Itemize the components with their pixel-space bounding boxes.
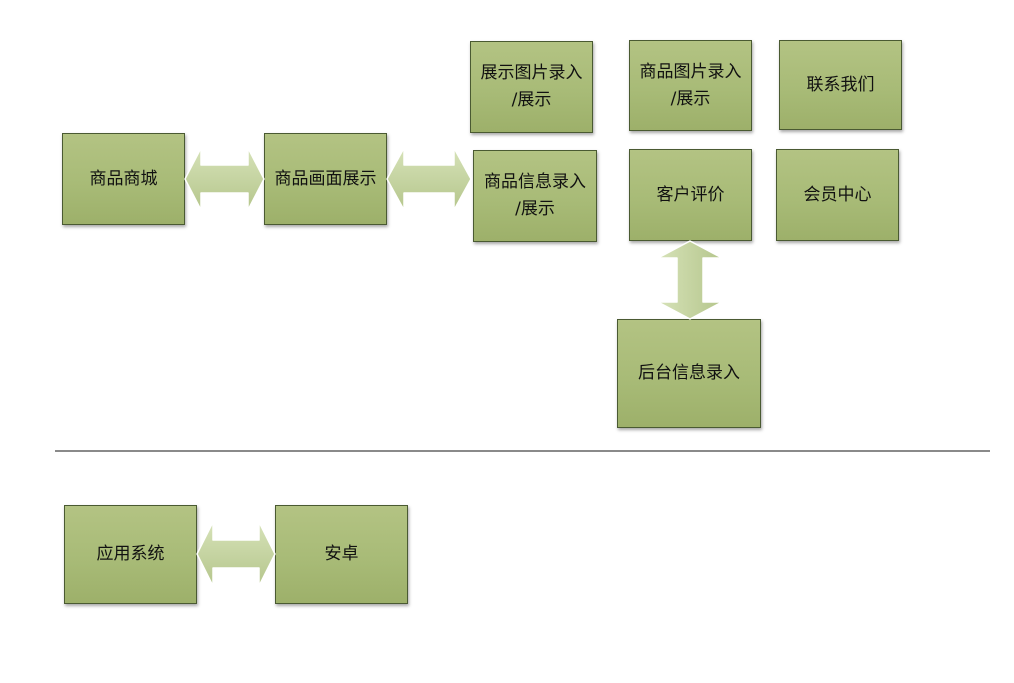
node-android-label: 安卓 xyxy=(324,544,359,564)
node-mall[interactable]: 商品商城 xyxy=(62,133,185,225)
arrow-app-android xyxy=(196,521,276,587)
arrow-mall-display xyxy=(184,147,265,211)
node-member-center[interactable]: 会员中心 xyxy=(776,149,899,241)
node-product-image[interactable]: 商品图片录入 /展示 xyxy=(629,40,752,131)
node-show-image-label: 展示图片录入 /展示 xyxy=(480,63,583,110)
node-display-label: 商品画面展示 xyxy=(274,168,377,189)
node-app-system[interactable]: 应用系统 xyxy=(64,505,197,604)
node-android[interactable]: 安卓 xyxy=(275,505,408,604)
arrow-review-backend xyxy=(657,240,723,320)
node-product-info[interactable]: 商品信息录入 /展示 xyxy=(473,150,597,242)
node-app-system-label: 应用系统 xyxy=(96,544,165,564)
node-backend-input[interactable]: 后台信息录入 xyxy=(617,319,761,428)
node-mall-label: 商品商城 xyxy=(89,168,158,189)
node-customer-review-label: 客户评价 xyxy=(656,184,725,205)
node-member-center-label: 会员中心 xyxy=(803,184,872,205)
node-show-image[interactable]: 展示图片录入 /展示 xyxy=(470,41,593,133)
node-contact-us-label: 联系我们 xyxy=(806,74,875,95)
node-product-image-label: 商品图片录入 /展示 xyxy=(639,61,742,109)
node-contact-us[interactable]: 联系我们 xyxy=(779,40,902,130)
node-customer-review[interactable]: 客户评价 xyxy=(629,149,752,241)
section-divider xyxy=(55,450,990,452)
node-backend-input-label: 后台信息录入 xyxy=(638,363,740,383)
node-product-info-label: 商品信息录入 /展示 xyxy=(484,172,586,219)
arrow-display-info xyxy=(386,147,472,211)
node-display[interactable]: 商品画面展示 xyxy=(264,133,387,225)
